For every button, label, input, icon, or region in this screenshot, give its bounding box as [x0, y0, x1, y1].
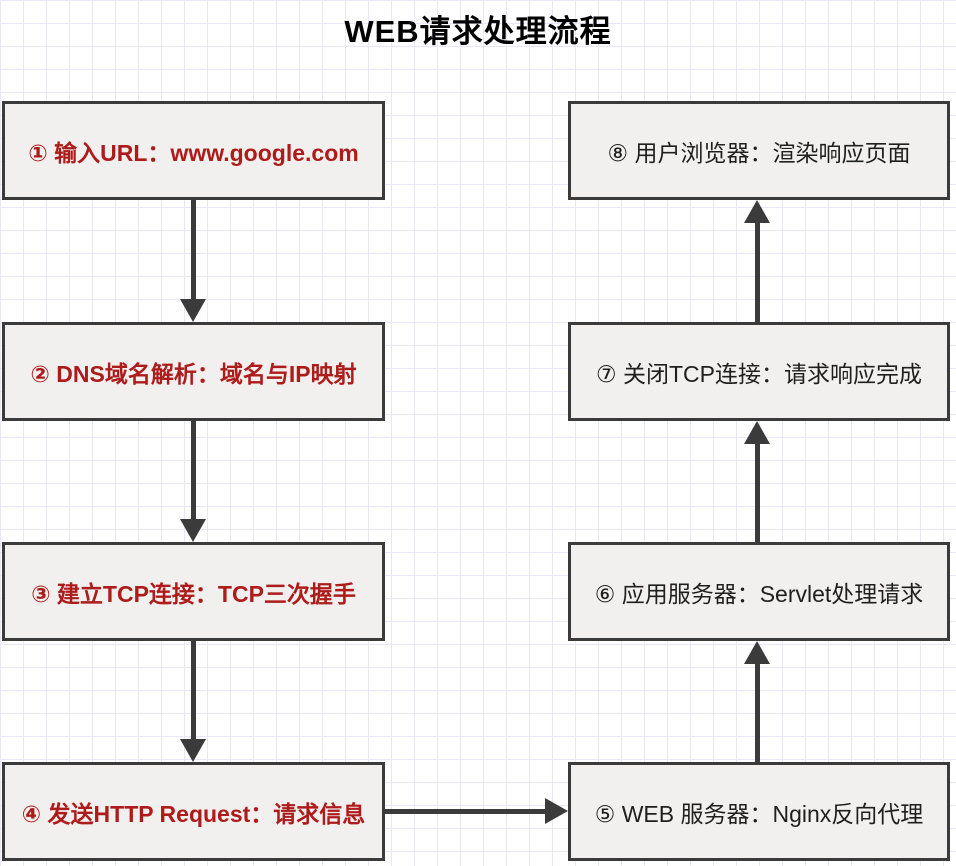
arrowhead-down-icon: [180, 299, 206, 322]
arrow-down-step3-to-step4-icon: [180, 641, 206, 762]
arrowhead-down-icon: [180, 739, 206, 762]
arrow-shaft: [385, 808, 545, 814]
arrow-up-step7-to-step8-icon: [744, 200, 770, 322]
arrow-down-step1-to-step2-icon: [180, 200, 206, 322]
arrow-shaft: [190, 641, 196, 739]
arrowhead-up-icon: [744, 641, 770, 664]
arrowhead-down-icon: [180, 519, 206, 542]
arrow-up-step5-to-step6-icon: [744, 641, 770, 762]
arrow-down-step2-to-step3-icon: [180, 421, 206, 542]
flow-node-step-4: ④ 发送HTTP Request：请求信息: [2, 762, 385, 861]
flow-node-step-5: ⑤ WEB 服务器：Nginx反向代理: [568, 762, 950, 861]
arrow-shaft: [190, 200, 196, 299]
flow-node-step-6: ⑥ 应用服务器：Servlet处理请求: [568, 542, 950, 641]
arrowhead-up-icon: [744, 200, 770, 223]
flow-node-step-3: ③ 建立TCP连接：TCP三次握手: [2, 542, 385, 641]
arrowhead-up-icon: [744, 421, 770, 444]
arrow-right-step4-to-step5-icon: [385, 798, 568, 824]
arrowhead-right-icon: [545, 798, 568, 824]
arrow-shaft: [754, 223, 760, 322]
arrow-shaft: [754, 444, 760, 542]
arrow-shaft: [754, 664, 760, 762]
flow-node-step-7: ⑦ 关闭TCP连接：请求响应完成: [568, 322, 950, 421]
flow-node-step-2: ② DNS域名解析：域名与IP映射: [2, 322, 385, 421]
flow-node-step-8: ⑧ 用户浏览器：渲染响应页面: [568, 101, 950, 200]
arrow-up-step6-to-step7-icon: [744, 421, 770, 542]
diagram-title: WEB请求处理流程: [344, 14, 612, 49]
arrow-shaft: [190, 421, 196, 519]
flow-node-step-1: ① 输入URL：www.google.com: [2, 101, 385, 200]
